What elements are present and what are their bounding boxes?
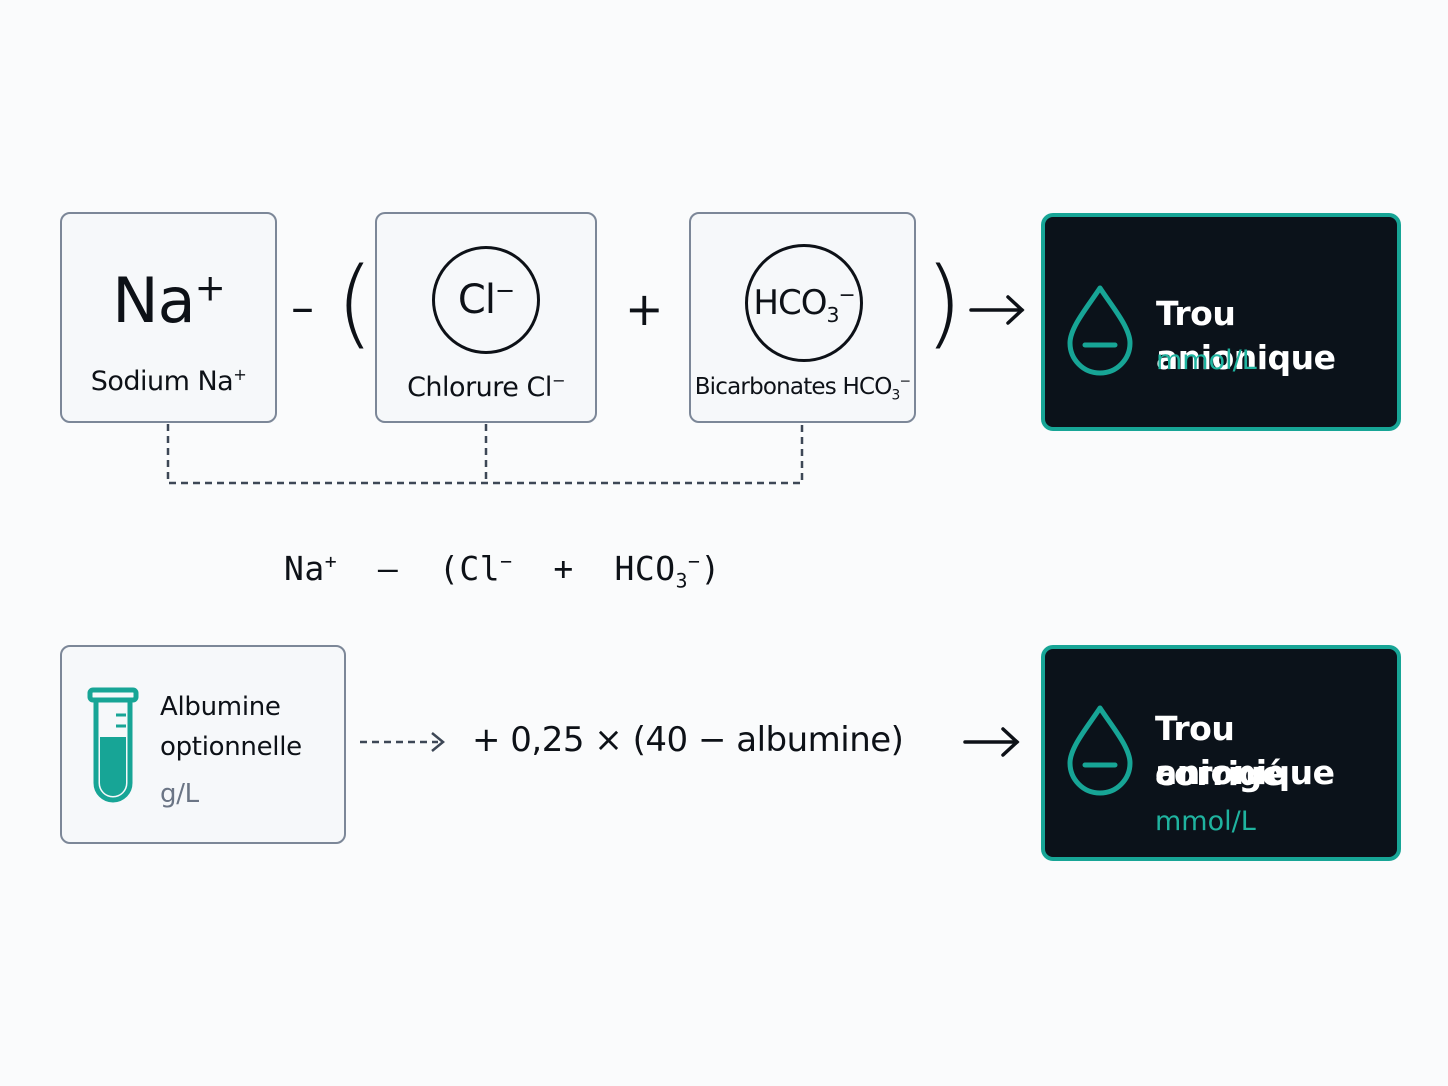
albumine-line2: optionnelle: [160, 732, 302, 762]
arrow-right-icon-2: [963, 727, 1020, 757]
correction-formula: + 0,25 × (40 − albumine): [472, 720, 904, 760]
result-title: Trou anionique: [1156, 294, 1336, 377]
drop-minus-icon: [1067, 285, 1133, 376]
bicarbonates-card: HCO3− Bicarbonates HCO3−: [689, 212, 916, 423]
sodium-card: Na+ Sodium Na+: [60, 212, 277, 423]
bicarbonates-circle: HCO3−: [745, 244, 863, 362]
corrected-title-line2: corrigé: [1155, 754, 1284, 793]
corrected-anion-gap-card: Trou anionique corrigé mmol/L: [1041, 645, 1401, 861]
dashed-bracket: [166, 424, 804, 485]
test-tube-icon: [87, 687, 139, 803]
open-paren: (: [336, 247, 374, 359]
plus-operator: +: [625, 282, 664, 336]
formula-text: Na+ – (Cl− + HCO3−): [284, 549, 721, 593]
dashed-arrow-head: [431, 732, 445, 752]
chlorure-card: Cl− Chlorure Cl−: [375, 212, 597, 423]
corrected-title-line1: Trou anionique: [1155, 709, 1335, 792]
sodium-label: Sodium Na+: [90, 365, 247, 397]
albumine-unit: g/L: [160, 779, 199, 809]
minus-operator: –: [291, 280, 314, 334]
anion-gap-result-card: Trou anionique mmol/L: [1041, 213, 1401, 431]
drop-minus-icon: [1067, 705, 1133, 796]
close-paren: ): [925, 247, 963, 359]
albumine-card: Albumine optionnelle g/L: [60, 645, 346, 844]
bicarbonates-label: Bicarbonates HCO3−: [694, 373, 911, 404]
corrected-unit: mmol/L: [1155, 806, 1256, 837]
sodium-symbol: Na+: [112, 264, 226, 337]
albumine-line1: Albumine: [160, 692, 281, 722]
arrow-right-icon-1: [969, 295, 1025, 325]
chlorure-label: Chlorure Cl−: [407, 371, 565, 403]
chlorure-circle: Cl−: [432, 246, 540, 354]
result-unit: mmol/L: [1156, 345, 1257, 376]
